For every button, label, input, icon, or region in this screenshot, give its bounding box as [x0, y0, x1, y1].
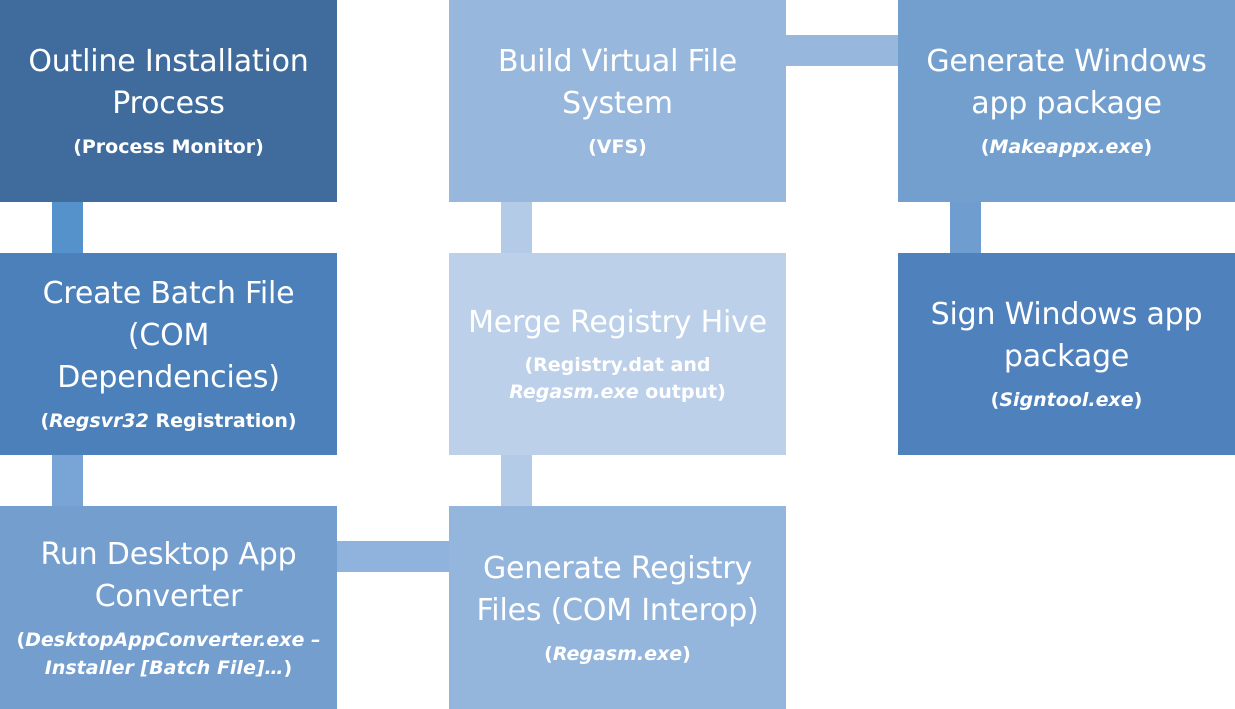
step-title: Merge Registry Hive: [468, 305, 767, 340]
step-subtitle: (Regsvr32 Registration): [40, 410, 297, 432]
step-title: Sign Windows app package: [930, 297, 1203, 374]
connector-registry-files-to-merge: [501, 455, 532, 506]
step-subtitle: (Process Monitor): [73, 136, 264, 158]
connector-merge-to-vfs: [501, 202, 532, 253]
connector-outline-to-batch: [52, 202, 83, 253]
step-subtitle: (Makeappx.exe): [980, 136, 1153, 158]
step-title: Build Virtual File System: [497, 44, 737, 121]
step-generate-windows-app-package: Generate Windows app package (Makeappx.e…: [898, 0, 1235, 202]
step-title: Create Batch File (COM Dependencies): [42, 276, 295, 395]
step-subtitle: (Regasm.exe): [544, 642, 691, 665]
connector-converter-to-registry-files: [337, 541, 449, 572]
connector-package-to-sign: [950, 202, 981, 253]
step-outline-installation-process: Outline Installation Process (Process Mo…: [0, 0, 337, 202]
step-title: Generate Windows app package: [926, 44, 1207, 121]
step-subtitle: (DesktopAppConverter.exe – Installer [Ba…: [16, 628, 321, 679]
step-build-virtual-file-system: Build Virtual File System (VFS): [449, 0, 786, 202]
connector-vfs-to-package: [786, 35, 898, 66]
step-subtitle: (VFS): [588, 136, 647, 158]
step-create-batch-file: Create Batch File (COM Dependencies) (Re…: [0, 253, 337, 455]
step-title: Outline Installation Process: [28, 44, 309, 121]
step-generate-registry-files: Generate Registry Files (COM Interop) (R…: [449, 506, 786, 709]
step-merge-registry-hive: Merge Registry Hive (Registry.dat and Re…: [449, 253, 786, 455]
step-subtitle: (Signtool.exe): [990, 389, 1143, 411]
step-title: Run Desktop App Converter: [40, 536, 297, 614]
step-run-desktop-app-converter: Run Desktop App Converter (DesktopAppCon…: [0, 506, 337, 709]
step-sign-windows-app-package: Sign Windows app package (Signtool.exe): [898, 253, 1235, 455]
step-subtitle: (Registry.dat and Regasm.exe output): [509, 354, 726, 403]
step-title: Generate Registry Files (COM Interop): [476, 550, 759, 628]
connector-batch-to-converter: [52, 455, 83, 506]
